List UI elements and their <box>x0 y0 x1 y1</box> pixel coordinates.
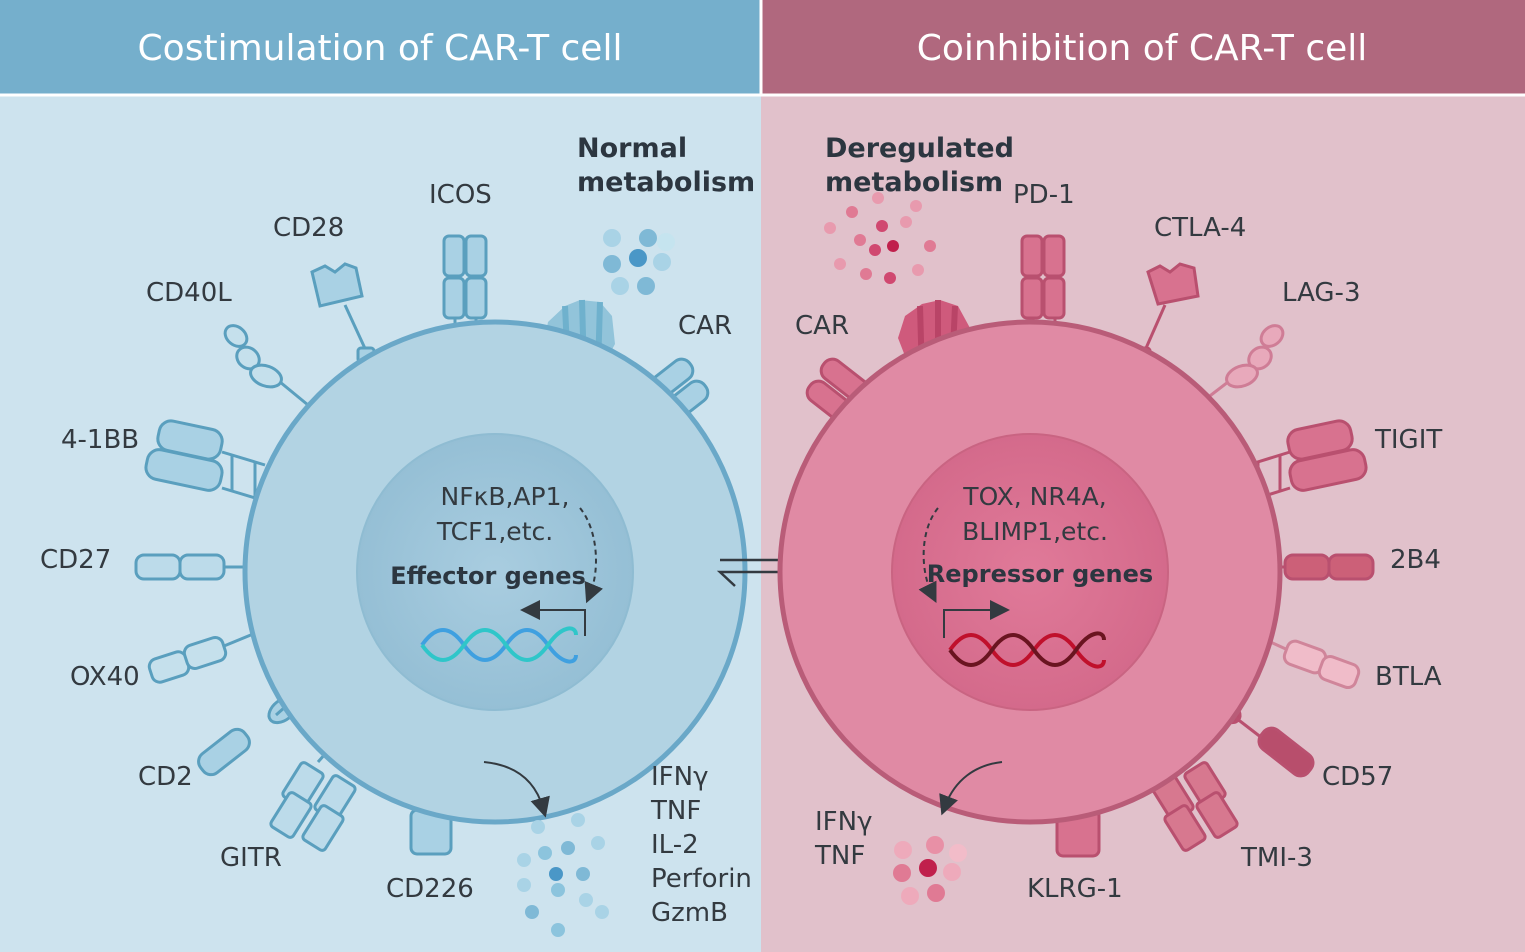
pd1-label: PD-1 <box>1013 180 1075 210</box>
btla-receptor <box>1254 633 1361 690</box>
icos-receptor <box>442 234 488 345</box>
right-nucleus-dashed-arrow <box>918 507 939 603</box>
right-metabolism-line2: metabolism <box>825 167 1003 198</box>
tigit-label: TIGIT <box>1374 425 1442 455</box>
left-nucleus-line1: NFκB,AP1, <box>441 482 570 511</box>
left-header-bar <box>0 0 761 94</box>
right-header-title: Coinhibition of CAR-T cell <box>917 28 1368 69</box>
left-metabolism-line2: metabolism <box>577 167 755 198</box>
right-metabolism-line1: Deregulated <box>825 133 1014 164</box>
car-label-left: CAR <box>678 311 732 341</box>
pd1-receptor <box>1020 234 1066 345</box>
right-cytokine-1: TNF <box>814 841 865 871</box>
klrg1-label: KLRG-1 <box>1027 874 1123 904</box>
ox40-label: OX40 <box>70 662 140 692</box>
cd40l-receptor <box>223 324 309 407</box>
gitr-label: GITR <box>220 843 282 873</box>
gitr-receptor <box>269 744 362 852</box>
cd226-label: CD226 <box>386 874 474 904</box>
right-cytokine-0: IFNγ <box>815 807 872 837</box>
cd27-receptor <box>134 553 246 581</box>
left-cytokine-0: IFNγ <box>651 762 708 792</box>
left-metabolism-line1: Normal <box>577 133 687 164</box>
cd40l-label: CD40L <box>146 278 232 308</box>
left-nucleus-dashed-arrow <box>579 507 604 604</box>
4-1bb-receptor <box>144 419 266 500</box>
ctla4-label: CTLA-4 <box>1154 213 1246 243</box>
icos-label: ICOS <box>429 180 492 210</box>
left-metabolism-dots <box>603 229 675 295</box>
cd2-label: CD2 <box>138 762 193 792</box>
right-nucleus-line2: BLIMP1,etc. <box>962 517 1108 546</box>
cd57-label: CD57 <box>1322 762 1393 792</box>
left-dna-icon <box>420 626 578 664</box>
left-genes-label: Effector genes <box>390 562 586 590</box>
left-cytokine-1: TNF <box>650 796 701 826</box>
left-secretion-arrow <box>483 761 550 818</box>
4-1bb-label: 4-1BB <box>61 425 139 455</box>
2b4-label: 2B4 <box>1390 545 1441 575</box>
left-transcription-arrow <box>520 600 586 636</box>
right-genes-label: Repressor genes <box>927 560 1153 588</box>
cd28-label: CD28 <box>273 213 344 243</box>
lag3-receptor <box>1197 324 1285 407</box>
right-cytokine-dots <box>893 836 967 905</box>
right-dna-icon <box>948 631 1106 669</box>
left-cytokine-4: GzmB <box>651 898 728 928</box>
left-nucleus-line2: TCF1,etc. <box>436 517 553 546</box>
lag3-label: LAG-3 <box>1282 278 1360 308</box>
ox40-receptor <box>147 630 259 684</box>
left-cytokine-2: IL-2 <box>651 830 699 860</box>
right-metabolism-dots <box>824 192 936 284</box>
right-nucleus-line1: TOX, NR4A, <box>962 482 1106 511</box>
left-cytokine-dots <box>517 813 609 937</box>
cd28-receptor <box>310 262 376 364</box>
right-header-bar <box>762 0 1525 94</box>
car-label-right: CAR <box>795 311 849 341</box>
right-transcription-arrow <box>943 600 1010 638</box>
cd27-label: CD27 <box>40 545 111 575</box>
right-nucleus <box>891 433 1169 711</box>
tmi3-label: TMI-3 <box>1240 843 1313 873</box>
left-header-title: Costimulation of CAR-T cell <box>138 28 623 69</box>
right-secretion-arrow <box>939 761 1003 816</box>
btla-label: BTLA <box>1375 662 1442 692</box>
left-cytokine-3: Perforin <box>651 864 752 894</box>
